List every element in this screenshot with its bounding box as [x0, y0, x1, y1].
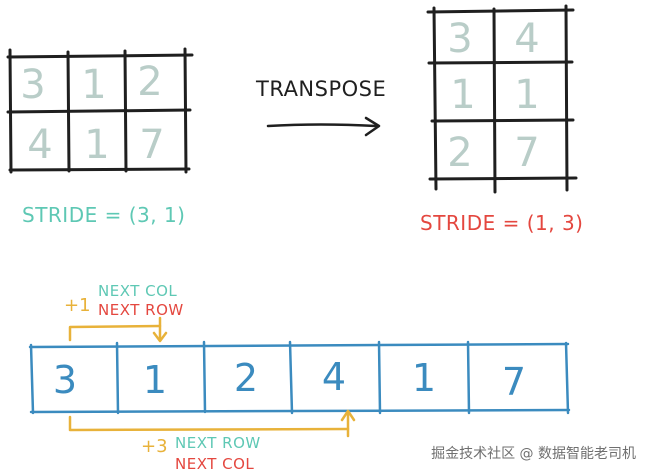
matrix-cell: 3 — [447, 16, 472, 62]
matrix-cell: 1 — [514, 72, 539, 118]
step-plus-one: +1 — [64, 295, 91, 316]
next-col-label-top: NEXT COL — [98, 282, 177, 300]
memory-row: 3 1 2 4 1 7 — [28, 340, 571, 415]
transposed-stride-label: STRIDE = (1, 3) — [420, 211, 584, 235]
transpose-arrow-icon — [266, 116, 381, 137]
transposed-matrix: 3 4 1 1 2 7 — [426, 4, 578, 194]
next-row-label-bottom: NEXT ROW — [175, 434, 261, 452]
matrix-cell: 3 — [20, 62, 45, 108]
matrix-cell: 1 — [450, 72, 475, 118]
original-stride-label: STRIDE = (3, 1) — [22, 203, 186, 227]
memory-cell: 3 — [53, 358, 77, 402]
matrix-cell: 4 — [27, 122, 52, 168]
memory-cell: 2 — [234, 356, 258, 400]
matrix-cell: 7 — [139, 122, 164, 168]
memory-cell: 1 — [143, 358, 167, 402]
matrix-cell: 2 — [137, 59, 162, 105]
step-bracket-bottom — [68, 409, 356, 438]
matrix-cell: 2 — [447, 130, 472, 176]
original-matrix: 3 1 2 4 1 7 — [6, 47, 194, 174]
matrix-cell: 1 — [81, 62, 106, 108]
step-bracket-top — [68, 316, 168, 343]
matrix-cell: 1 — [84, 122, 109, 168]
next-row-label-top: NEXT ROW — [98, 301, 184, 319]
next-col-label-bottom: NEXT COL — [175, 455, 254, 473]
memory-cell: 1 — [412, 356, 436, 400]
memory-cell: 7 — [502, 360, 526, 404]
memory-cell: 4 — [322, 355, 346, 399]
transpose-label: TRANSPOSE — [255, 77, 386, 101]
step-plus-three: +3 — [141, 436, 168, 457]
matrix-cell: 7 — [514, 130, 539, 176]
watermark: 掘金技术社区 @ 数据智能老司机 — [431, 446, 636, 462]
matrix-cell: 4 — [514, 16, 539, 62]
